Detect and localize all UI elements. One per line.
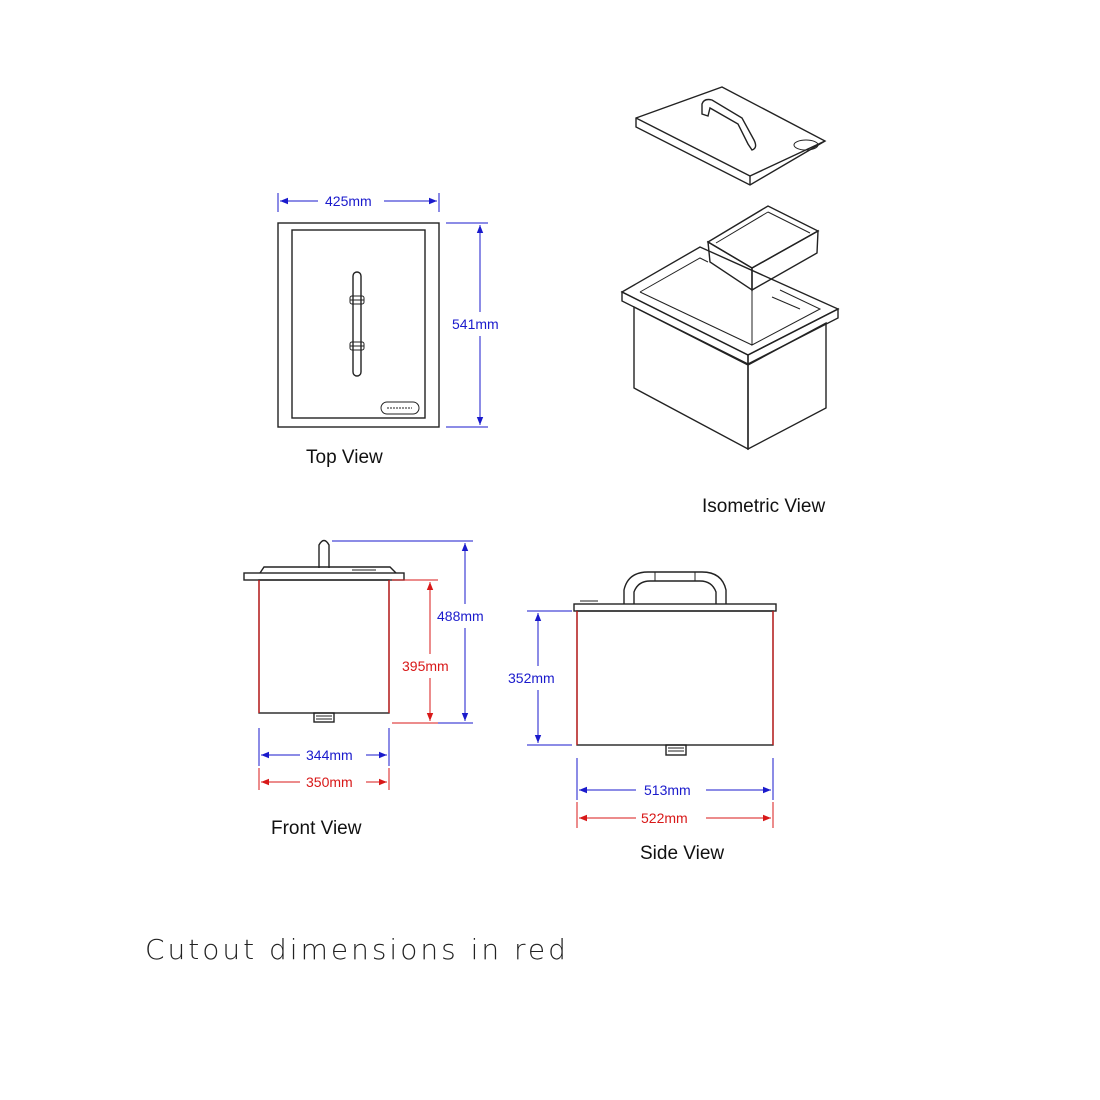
side-view-rim (573, 603, 777, 612)
isometric-lid-badge (793, 139, 819, 151)
side-view-handle (623, 571, 727, 604)
isometric-bin (620, 246, 840, 451)
front-view-cutout-height-label: 395mm (402, 658, 449, 674)
top-view-outer-outline (277, 222, 440, 428)
front-view-overall-height-label: 488mm (437, 608, 484, 624)
side-view: 352mm 513mm 522mm Side View (508, 571, 777, 864)
front-view-handle (318, 539, 330, 568)
top-view-lid-outline (291, 229, 426, 419)
side-view-label: Side View (640, 843, 724, 864)
top-view: 425mm 541mm Top View (277, 193, 499, 468)
top-view-logo-badge (380, 401, 420, 415)
isometric-view-label: Isometric View (702, 496, 825, 517)
cutout-caption: Cutout dimensions in red (145, 933, 569, 966)
side-view-cutout-width-label: 522mm (641, 810, 688, 826)
front-view-rim (243, 572, 405, 581)
front-view-body (258, 579, 390, 714)
top-view-handle (349, 271, 365, 377)
front-view-label: Front View (271, 818, 362, 839)
top-view-depth-label: 541mm (452, 316, 499, 332)
front-view-inner-width-label: 344mm (306, 747, 353, 763)
top-view-width-label: 425mm (325, 193, 372, 209)
front-view-cutout-width-label: 350mm (306, 774, 353, 790)
isometric-lid (635, 86, 827, 186)
front-view-drain (313, 712, 335, 723)
top-view-label: Top View (306, 447, 383, 468)
isometric-basket (706, 205, 820, 292)
side-view-drain (665, 744, 687, 756)
side-view-height-label: 352mm (508, 670, 555, 686)
front-view: 488mm 395mm 344mm 350mm Front View (243, 539, 484, 839)
side-view-inner-width-label: 513mm (644, 782, 691, 798)
side-view-body (576, 610, 774, 746)
isometric-view: Isometric View (620, 86, 840, 517)
